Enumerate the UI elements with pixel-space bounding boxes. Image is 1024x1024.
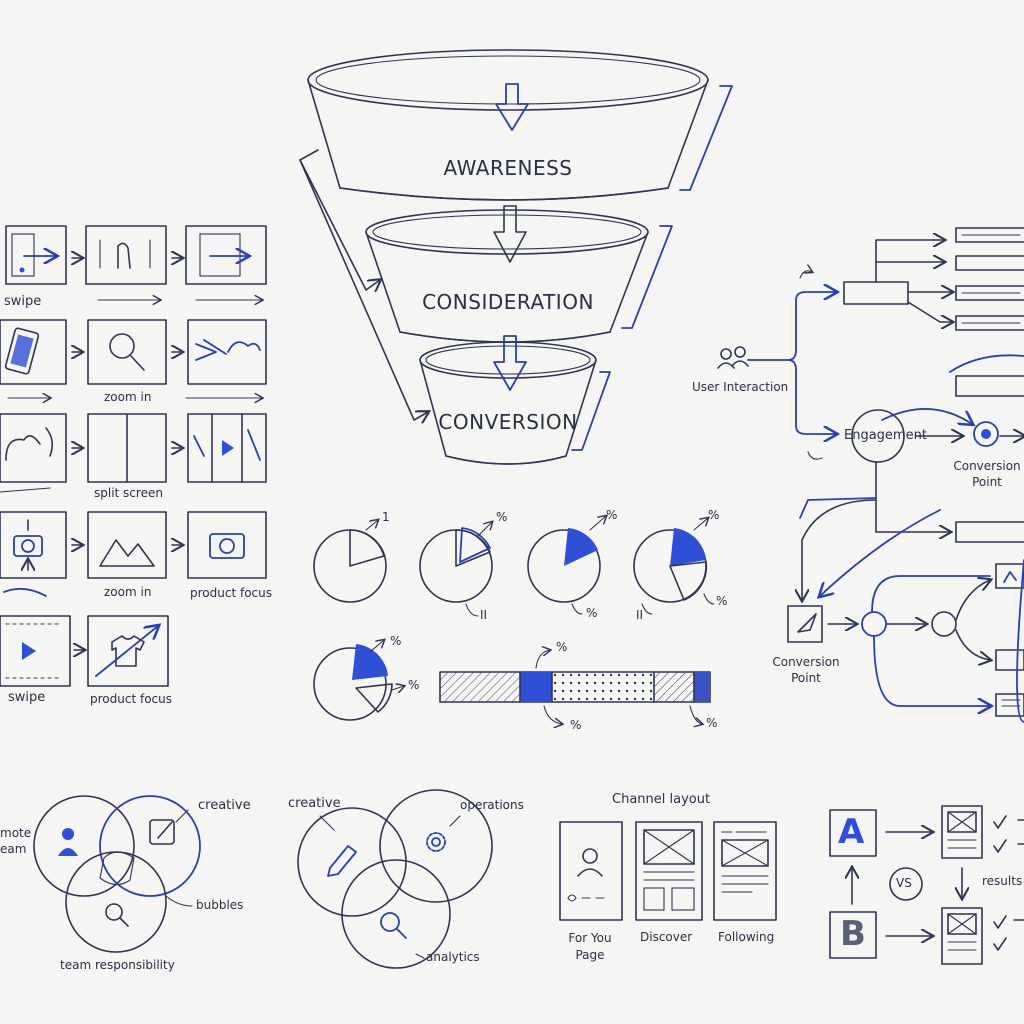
edit-icon — [149, 819, 175, 845]
funnel-label-conversion: CONVERSION — [438, 410, 578, 434]
flow-label-conversion-point-right: Conversion Point — [953, 459, 1021, 489]
venn-roles-label: operations — [460, 798, 524, 812]
pie-annotation: % — [408, 678, 420, 692]
pie-annotation: % — [556, 640, 568, 654]
funnel-feedback-arrows — [299, 149, 428, 420]
venn-roles — [297, 789, 493, 969]
pie-chart-row — [313, 516, 715, 724]
ab-test — [829, 805, 1024, 965]
channel-layout-title: Channel layout — [612, 792, 711, 807]
funnel-label-awareness: AWARENESS — [443, 156, 573, 180]
gesture-label-product-focus-2: product focus — [90, 692, 172, 706]
funnel-side-brackets — [571, 85, 733, 451]
pie-annotation: % — [606, 508, 618, 522]
pie-annotation: % — [496, 510, 508, 524]
pie-annotation: % — [586, 606, 598, 620]
vs-label: VS — [896, 876, 912, 890]
channel-layout — [559, 821, 777, 921]
pie-chart-4 — [633, 518, 715, 615]
pie-chart-5 — [313, 640, 404, 721]
venn-roles-label: analytics — [426, 950, 480, 964]
gesture-grid — [0, 225, 267, 687]
stacked-bar — [439, 650, 711, 724]
user-icon — [717, 346, 749, 369]
pie-annotation: % — [390, 634, 402, 648]
pie-annotation: % — [716, 594, 728, 608]
variant-a-label: A — [838, 812, 865, 852]
flow-label-conversion-point-left: Conversion Point — [772, 655, 840, 685]
variant-b-label: B — [840, 914, 866, 954]
venn-team-label: creative — [198, 798, 251, 813]
channel-screen-discover: Discover — [640, 930, 693, 944]
venn-team-label: bubbles — [196, 898, 244, 912]
pie-annotation: % — [570, 718, 582, 732]
venn-team-responsibility — [33, 795, 201, 953]
gear-icon — [426, 832, 446, 852]
venn-team-label: mote — [0, 826, 32, 840]
pie-chart-3 — [527, 516, 606, 615]
pie-annotation: 1 — [382, 510, 390, 524]
funnel-down-arrows — [493, 83, 529, 391]
marketing-funnel — [299, 49, 733, 465]
flow-label-user-interaction: User Interaction — [692, 380, 789, 394]
funnel-stage-consideration — [365, 209, 649, 343]
pie-chart-2 — [419, 522, 492, 617]
channel-screen-following: Following — [718, 930, 775, 944]
pie-chart-1 — [313, 520, 387, 603]
pie-annotation: % — [706, 716, 718, 730]
search-icon — [105, 903, 129, 927]
results-label: results — [982, 874, 1023, 888]
gesture-label-zoom-in: zoom in — [104, 390, 152, 404]
team-icon — [58, 828, 78, 856]
pie-annotation: % — [708, 508, 720, 522]
gesture-label-product-focus: product focus — [190, 586, 272, 600]
pie-annotation: II — [636, 608, 644, 622]
funnel-stage-awareness — [307, 49, 709, 201]
channel-screen-for-you: For You Page — [568, 931, 612, 962]
flow-label-engagement: Engagement — [844, 428, 927, 443]
gesture-label-swipe: swipe — [4, 294, 42, 309]
venn-team-label: eam — [0, 842, 27, 856]
venn-roles-label: creative — [288, 796, 341, 811]
venn-team-label: team responsibility — [60, 958, 175, 972]
gesture-label-zoom-in-2: zoom in — [104, 585, 152, 599]
user-flow-diagram — [717, 227, 1024, 723]
gesture-label-swipe-2: swipe — [8, 690, 46, 705]
gesture-label-split-screen: split screen — [94, 486, 163, 500]
pie-annotation: II — [480, 608, 488, 622]
funnel-stage-conversion — [419, 341, 597, 465]
analytics-search-icon — [380, 912, 407, 939]
funnel-label-consideration: CONSIDERATION — [422, 290, 594, 314]
pen-icon — [327, 845, 357, 877]
